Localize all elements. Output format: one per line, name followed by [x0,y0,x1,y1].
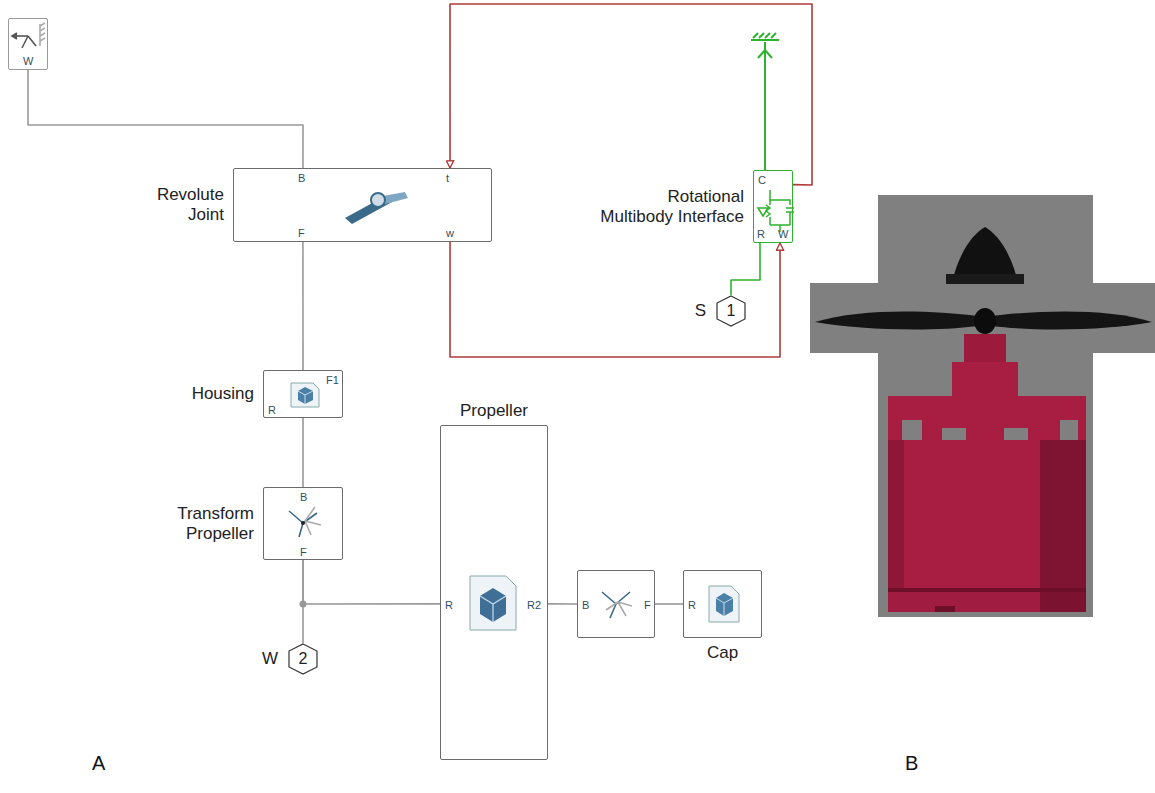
solid-icons [291,383,739,630]
connector [303,560,440,604]
port-label: C [758,174,766,186]
block-name: Revolute Joint [124,185,224,225]
port-label: R2 [527,599,541,611]
block: W [8,18,48,70]
port-label: W [23,55,33,67]
mechanical-reference [751,33,779,170]
block-name: Housing [164,384,254,404]
connector [548,603,577,605]
block-name: Transform Propeller [154,504,254,544]
port-label: R [268,404,276,416]
interface-circuit-icon [758,190,794,232]
port-label: w [446,227,454,239]
connector [302,242,304,370]
port-number: 1 [716,302,746,320]
connector [28,70,303,168]
transform-icons [289,507,632,618]
block-name: Rotational Multibody Interface [594,187,744,227]
connector [731,243,760,295]
outport-block: 2W [288,643,318,675]
port-label: F1 [326,374,339,386]
block-name: W [248,649,278,669]
block: HousingF1R [263,370,343,418]
port-label: R [757,228,765,240]
connector [450,4,812,185]
block-name: Cap [684,643,761,663]
block: Rotational Multibody InterfaceCRW [753,170,793,243]
port-label: F [298,227,305,239]
port-number: 2 [288,650,318,668]
port-label: R [445,599,453,611]
world-frame-icon [12,23,45,48]
connector [655,603,683,605]
panel-label: B [905,752,918,775]
block: Transform PropellerBF [263,487,343,560]
port-label: R [688,599,696,611]
port-label: B [300,491,307,503]
outport-block: 1S [716,295,746,327]
block: PropellerRR2 [440,425,548,760]
connector [302,418,304,487]
block: Revolute JointBtFw [233,168,492,242]
revolute-joint-icon [345,192,408,224]
port-label: B [582,599,589,611]
panel-label: A [92,752,105,775]
block: RCap [683,570,762,638]
port-label: t [446,172,449,184]
connector [450,242,780,357]
connector [302,560,304,643]
port-label: B [298,172,305,184]
port-label: F [644,599,651,611]
propeller-render [810,195,1155,617]
port-label: F [300,546,307,558]
block-name: Propeller [441,401,547,421]
port-label: W [778,228,788,240]
block-name: S [676,301,706,321]
block: BF [577,570,655,638]
